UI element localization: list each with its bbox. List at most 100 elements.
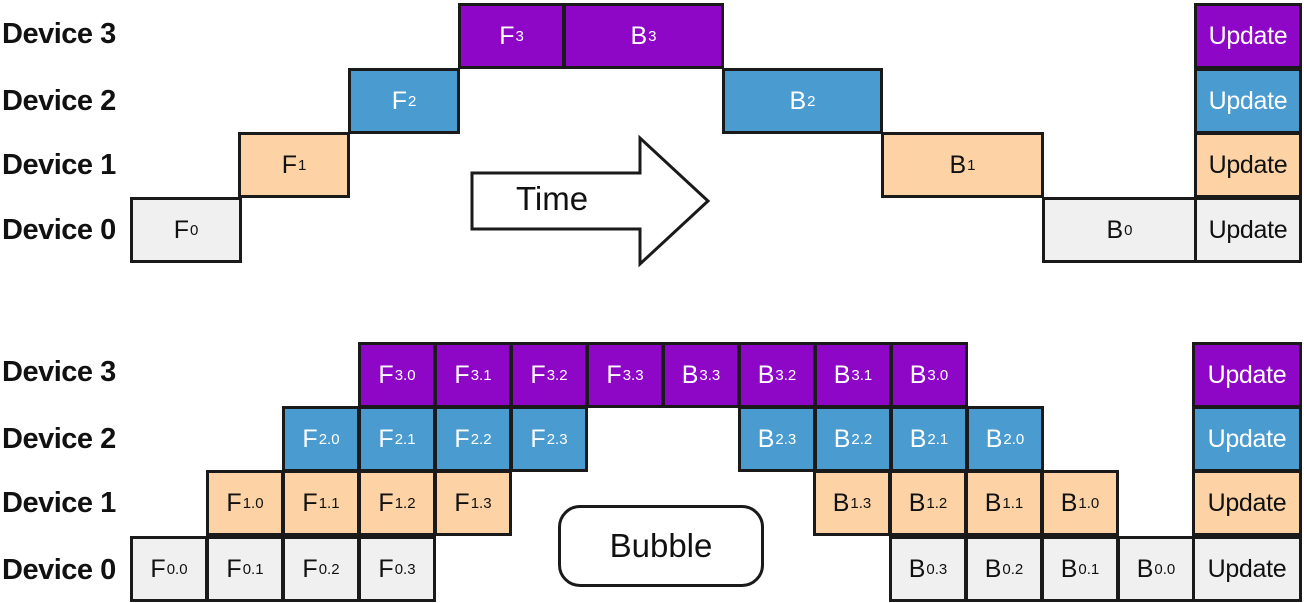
block-letter: B: [908, 554, 926, 583]
block-subscript: 2.0: [1003, 430, 1025, 448]
device-3-label: Device 3: [2, 17, 116, 50]
block-subscript: 0.2: [1002, 560, 1024, 578]
block-subscript: 3: [648, 27, 657, 45]
block-subscript: 3.3: [622, 366, 644, 384]
device-2-label: Device 2: [2, 422, 116, 455]
update-label: Update: [1207, 360, 1287, 389]
block-subscript: 0.1: [242, 560, 264, 578]
device-0-label: Device 0: [2, 213, 116, 246]
block-letter: F: [606, 360, 622, 389]
block-subscript: 1.2: [394, 494, 416, 512]
device-1-label: Device 1: [2, 486, 116, 519]
block-subscript: 0.0: [1154, 560, 1176, 578]
block-subscript: 0.3: [926, 560, 948, 578]
update-block-device-1: Update: [1192, 470, 1302, 536]
block-letter: F: [391, 86, 407, 115]
block-letter: B: [949, 150, 967, 179]
update-label: Update: [1208, 21, 1288, 50]
block-subscript: 0.1: [1078, 560, 1100, 578]
block-letter: B: [908, 488, 926, 517]
update-block-device-2: Update: [1194, 68, 1302, 134]
block-letter: B: [630, 21, 648, 50]
block-subscript: 0.0: [166, 560, 188, 578]
block-subscript: 1.3: [470, 494, 492, 512]
block-letter: B: [1060, 554, 1078, 583]
block-subscript: 2.3: [775, 430, 797, 448]
block-letter: B: [757, 424, 775, 453]
block-subscript: 2.0: [318, 430, 340, 448]
block-letter: F: [302, 424, 318, 453]
block-subscript: 0: [1124, 221, 1133, 239]
block-letter: B: [681, 360, 699, 389]
block-letter: B: [833, 424, 851, 453]
block-subscript: 3.1: [851, 366, 873, 384]
block-letter: B: [789, 86, 807, 115]
block-letter: F: [378, 424, 394, 453]
update-block-device-1: Update: [1194, 132, 1302, 198]
bubble-label-box: Bubble: [558, 505, 764, 587]
update-label: Update: [1208, 150, 1288, 179]
block-subscript: 1: [967, 156, 976, 174]
block-letter: B: [909, 424, 927, 453]
block-subscript: 2.1: [394, 430, 416, 448]
block-subscript: 1.3: [850, 494, 872, 512]
block-subscript: 1.1: [1002, 494, 1024, 512]
block-letter: B: [1136, 554, 1154, 583]
block-letter: F: [150, 554, 166, 583]
block-subscript: 1.0: [242, 494, 264, 512]
time-arrow-icon: [470, 134, 711, 268]
block-letter: B: [833, 360, 851, 389]
update-block-device-0: Update: [1194, 197, 1302, 263]
block-subscript: 3.0: [394, 366, 416, 384]
block-subscript: 3: [515, 27, 524, 45]
update-block-device-2: Update: [1192, 406, 1302, 472]
block-subscript: 3.1: [470, 366, 492, 384]
update-block-device-3: Update: [1194, 3, 1302, 69]
block-letter: F: [302, 488, 318, 517]
block-subscript: 2.2: [470, 430, 492, 448]
block-subscript: 3.2: [546, 366, 568, 384]
block-subscript: 2: [407, 92, 417, 110]
block-letter: B: [832, 488, 850, 517]
update-label: Update: [1207, 488, 1287, 517]
update-label: Update: [1207, 554, 1287, 583]
device-3-label: Device 3: [2, 355, 116, 388]
block-letter: F: [378, 360, 394, 389]
block-subscript: 3.0: [927, 366, 949, 384]
block-subscript: 1.1: [318, 494, 340, 512]
block-letter: F: [454, 488, 470, 517]
block-letter: B: [984, 488, 1002, 517]
block-subscript: 0: [189, 221, 199, 239]
block-letter: F: [530, 360, 546, 389]
block-letter: F: [281, 150, 297, 179]
update-block-device-0: Update: [1192, 536, 1302, 602]
block-subscript: 1.2: [926, 494, 948, 512]
block-subscript: 2.3: [546, 430, 568, 448]
block-subscript: 0.3: [394, 560, 416, 578]
block-letter: F: [302, 554, 318, 583]
block-letter: F: [173, 215, 189, 244]
